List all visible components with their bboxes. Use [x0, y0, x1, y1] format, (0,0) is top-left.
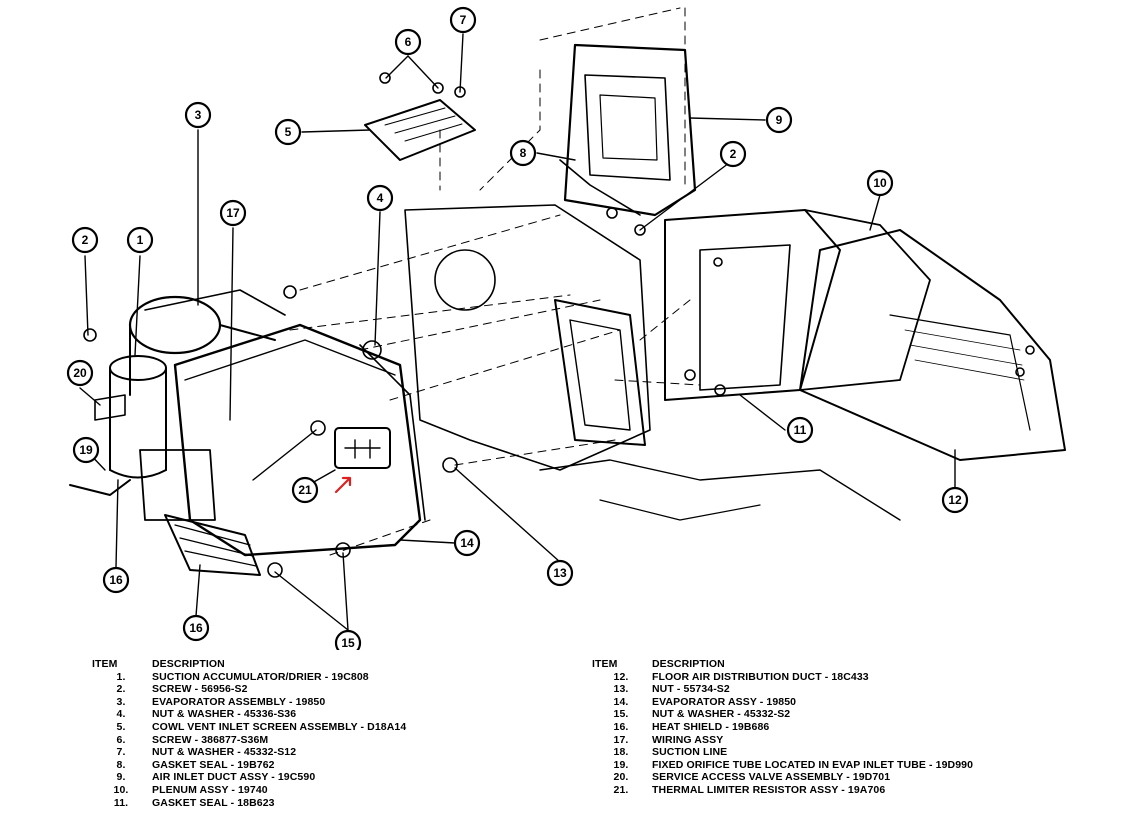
air-inlet-duct	[559, 43, 697, 217]
callout-3: 3	[195, 108, 202, 122]
legend-row: 7.NUT & WASHER - 45332-S12	[116, 746, 297, 759]
legend-row: 17.WIRING ASSY	[613, 733, 724, 746]
callout-16: 16	[109, 573, 123, 587]
callout-16b: 16	[189, 621, 203, 635]
parts-legend-right: ITEM DESCRIPTION 12.FLOOR AIR DISTRIBUTI…	[590, 658, 973, 797]
callout-10: 10	[873, 176, 887, 190]
callout-13: 13	[553, 566, 567, 580]
legend-row: 6.SCREW - 386877-S36M	[116, 733, 269, 746]
legend-row: 9.AIR INLET DUCT ASSY - 19C590	[116, 771, 316, 784]
fasteners	[83, 72, 1035, 578]
exploded-hvac-diagram: 1 2 2 3 4 5 6 7 8 9 10 11 12 13 14 15 16…	[66, 6, 1066, 650]
heat-shield	[164, 514, 261, 576]
evaporator-case	[173, 323, 426, 557]
callout-9: 9	[776, 113, 783, 127]
callout-11: 11	[794, 423, 807, 437]
floor-air-duct	[799, 229, 1066, 461]
parts-legend-left: ITEM DESCRIPTION 1.SUCTION ACCUMULATOR/D…	[90, 658, 406, 809]
legend-item-header-right: ITEM	[592, 658, 618, 670]
callout-15: 15	[341, 636, 355, 650]
callout-7: 7	[460, 13, 467, 27]
legend-row: 20.SERVICE ACCESS VALVE ASSEMBLY - 19D70…	[613, 771, 891, 784]
callout-8: 8	[520, 146, 527, 160]
suction-accumulator	[94, 355, 167, 479]
leader-lines	[79, 33, 956, 631]
legend-row: 5.COWL VENT INLET SCREEN ASSEMBLY - D18A…	[116, 720, 407, 733]
firewall-panel	[404, 204, 901, 521]
callout-12: 12	[948, 493, 962, 507]
annotation-arrow	[334, 476, 352, 494]
legend-item-header: ITEM	[92, 658, 118, 670]
legend-row: 3.EVAPORATOR ASSEMBLY - 19850	[116, 695, 326, 708]
callouts: 1 2 2 3 4 5 6 7 8 9 10 11 12 13 14 15 16…	[66, 6, 969, 650]
legend-row: 19.FIXED ORIFICE TUBE LOCATED IN EVAP IN…	[613, 758, 974, 771]
callout-6: 6	[405, 35, 412, 49]
legend-row: 11.GASKET SEAL - 18B623	[113, 796, 275, 809]
legend-row: 13.NUT - 55734-S2	[613, 683, 730, 696]
legend-row: 2.SCREW - 56956-S2	[116, 683, 248, 696]
callout-21: 21	[298, 483, 312, 497]
mounting-bracket	[69, 449, 216, 521]
callout-17: 17	[226, 206, 240, 220]
legend-row: 8.GASKET SEAL - 19B762	[116, 758, 275, 771]
callout-2: 2	[82, 233, 89, 247]
callout-4: 4	[377, 191, 384, 205]
legend-row: 10.PLENUM ASSY - 19740	[113, 783, 268, 796]
callout-14: 14	[460, 536, 474, 550]
legend-row: 4.NUT & WASHER - 45336-S36	[116, 708, 297, 721]
legend-row: 1.SUCTION ACCUMULATOR/DRIER - 19C808	[116, 670, 369, 683]
callout-20: 20	[73, 366, 87, 380]
gasket-frame	[554, 299, 646, 446]
legend-row: 15.NUT & WASHER - 45332-S2	[613, 708, 791, 721]
plenum-assy	[664, 209, 931, 401]
legend-row: 18.SUCTION LINE	[613, 746, 728, 759]
accumulator-cylinder	[128, 289, 286, 396]
legend-description-header-right: DESCRIPTION	[652, 658, 725, 670]
legend-row: 21.THERMAL LIMITER RESISTOR ASSY - 19A70…	[613, 783, 886, 796]
cowl-vent-screen	[364, 99, 476, 161]
callout-5: 5	[285, 125, 292, 139]
callout-19: 19	[79, 443, 93, 457]
legend-row: 14.EVAPORATOR ASSY - 19850	[613, 695, 797, 708]
callout-1: 1	[137, 233, 144, 247]
legend-description-header: DESCRIPTION	[152, 658, 225, 670]
assembly-lines	[289, 7, 701, 556]
legend-row: 12.FLOOR AIR DISTRIBUTION DUCT - 18C433	[613, 670, 869, 683]
legend-row: 16.HEAT SHIELD - 19B686	[613, 720, 770, 733]
callout-2b: 2	[730, 147, 737, 161]
